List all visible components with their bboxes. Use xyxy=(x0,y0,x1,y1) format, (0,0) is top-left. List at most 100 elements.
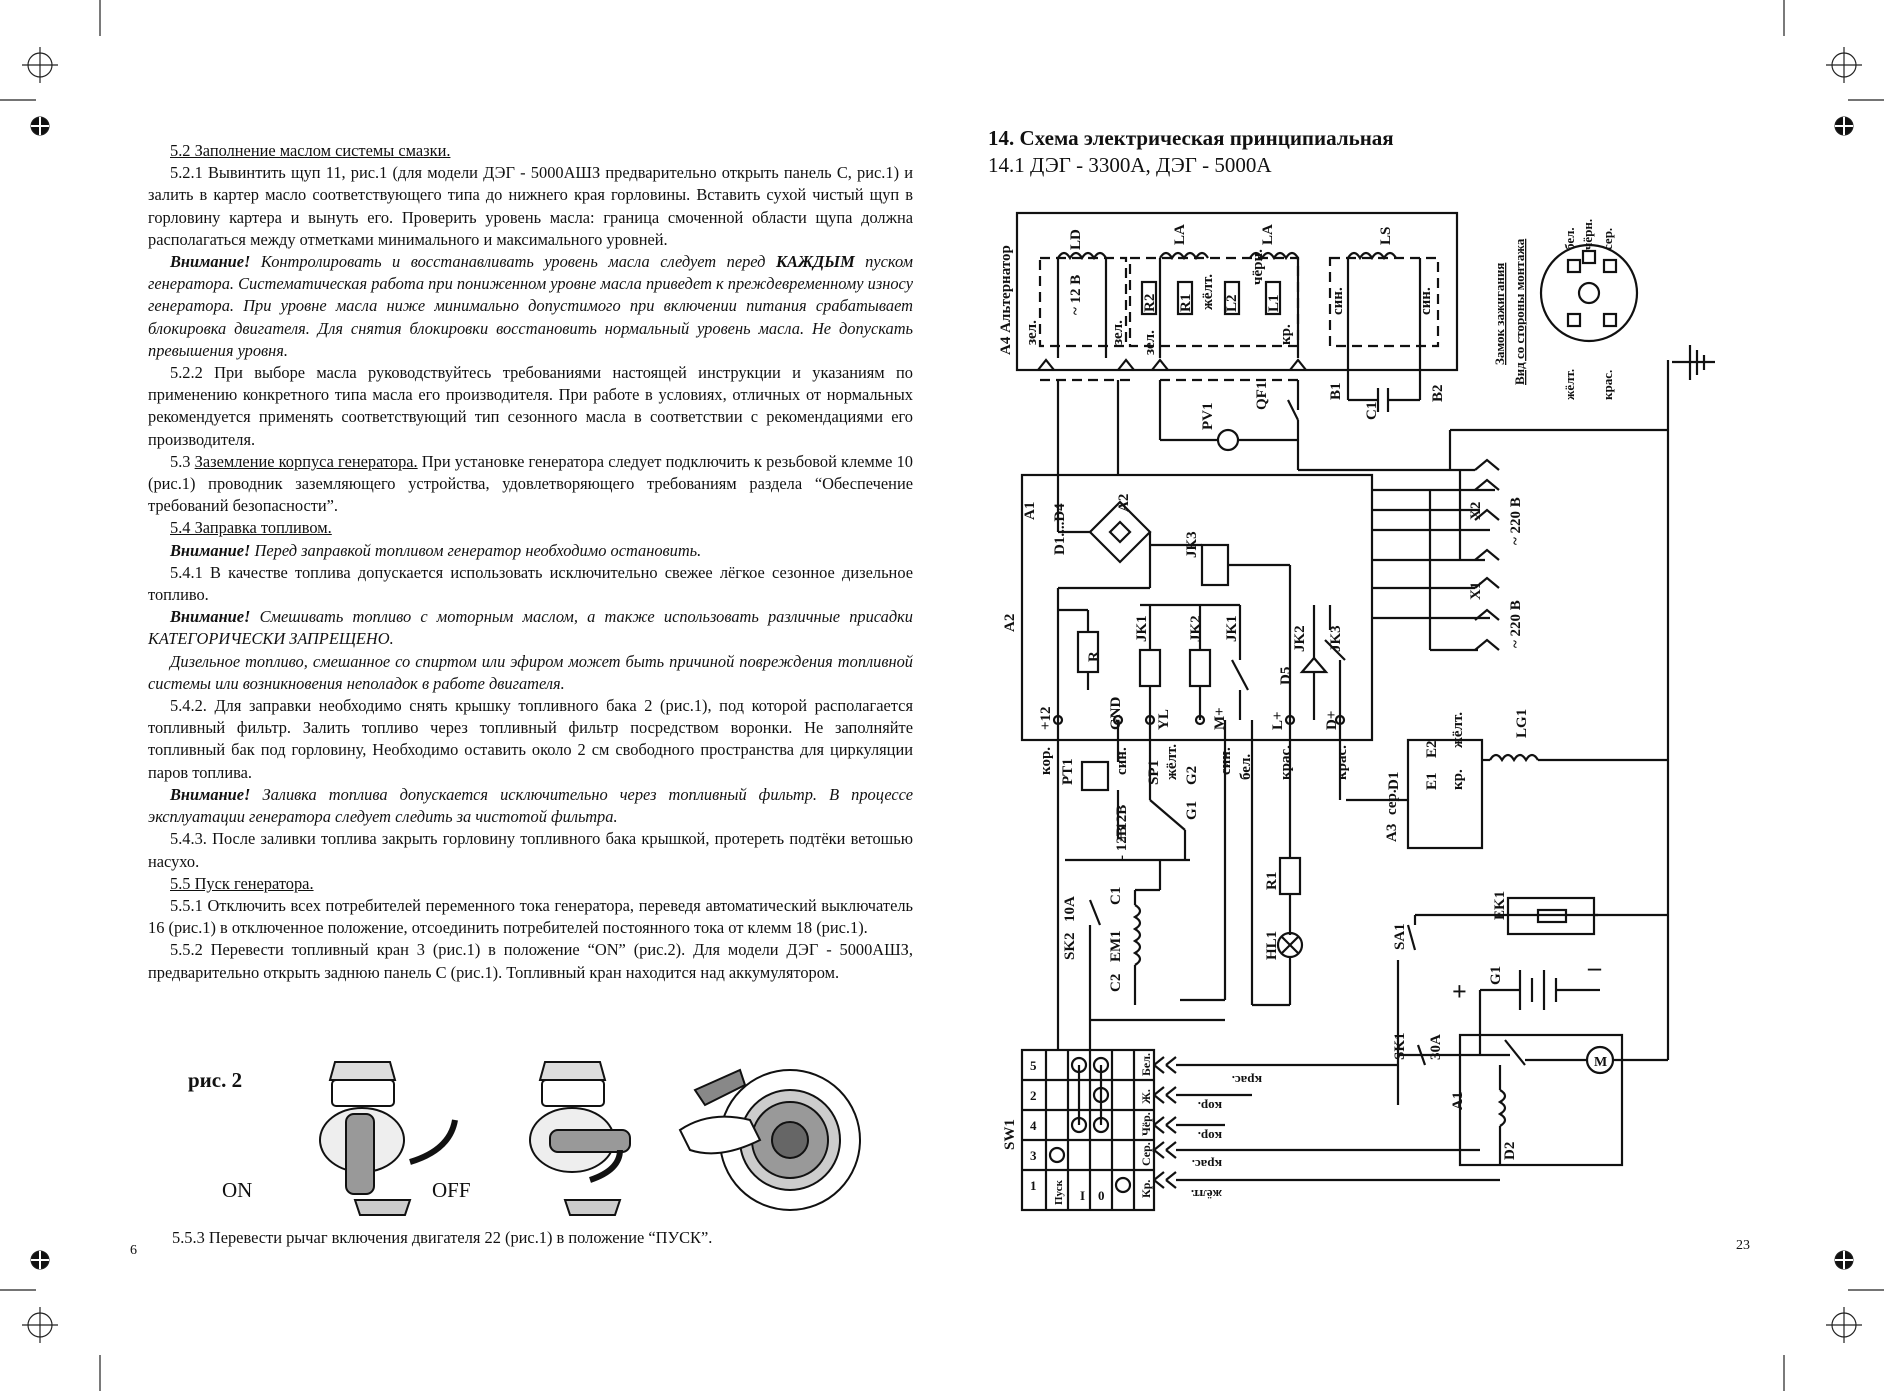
warning-text: Смешивать топливо с моторным маслом, а т… xyxy=(148,607,913,649)
warning-fuel-mix: Внимание! Смешивать топливо с моторным м… xyxy=(148,606,913,650)
label-off: OFF xyxy=(432,1178,471,1202)
label-kras-2: крас. xyxy=(1334,745,1350,780)
wire-label-3: крас. xyxy=(1192,1157,1222,1172)
label-ld: LD xyxy=(1068,229,1084,250)
label-sw1: SW1 xyxy=(1002,1119,1018,1150)
label-a1-starter: А1 xyxy=(1450,1092,1466,1110)
para-5-4-3: 5.4.3. После заливки топлива закрыть гор… xyxy=(148,829,913,871)
label-alternator: А4 Альтернатор xyxy=(998,245,1014,355)
warning-text: Перед заправкой топливом генератор необх… xyxy=(250,540,702,560)
para-5-4-1: 5.4.1 В качестве топлива допускается исп… xyxy=(148,562,913,605)
label-la-1: LA xyxy=(1172,224,1188,245)
label-lock-2: Вид со стороны монтажа xyxy=(1512,238,1527,385)
section-5-4-title: 5.4 Заправка топливом. xyxy=(170,518,332,538)
label-g1b: G1 xyxy=(1488,966,1504,985)
label-x2: X2 xyxy=(1468,502,1484,520)
label-plus: + xyxy=(1452,977,1467,1006)
warning-fuel-stop: Внимание! Перед заправкой топливом генер… xyxy=(148,540,913,562)
label-minus12: - 12В xyxy=(1114,826,1130,860)
label-jk3: JK3 xyxy=(1184,531,1200,558)
label-sin-1: син. xyxy=(1330,287,1346,315)
sw-row-1: 2 xyxy=(1030,1088,1037,1103)
sw-row-0: 5 xyxy=(1030,1058,1037,1073)
sw-col-4: Кр. xyxy=(1139,1180,1153,1198)
para-5-3-text: При установке генератора следует подключ… xyxy=(148,451,913,516)
label-a2-top: А2 xyxy=(1116,494,1132,512)
label-ek1: EK1 xyxy=(1492,891,1508,920)
wire-label-0: крас. xyxy=(1232,1073,1262,1088)
label-r2: R2 xyxy=(1142,294,1158,312)
label-x1: X1 xyxy=(1468,582,1484,600)
para-5-2-1: 5.2.1 Вывинтить щуп 11, рис.1 (для модел… xyxy=(148,163,913,249)
label-em1: EM1 xyxy=(1108,930,1124,962)
label-g1: G1 xyxy=(1184,801,1200,820)
wire-label-1: кор. xyxy=(1198,1099,1222,1114)
label-kr: кр. xyxy=(1278,324,1294,345)
label-zel-3: зел. xyxy=(1142,330,1158,355)
label-plus12: + 12В xyxy=(1114,805,1130,842)
para-5-3-title: Заземление корпуса генератора. xyxy=(194,451,418,471)
label-r1: R1 xyxy=(1178,294,1194,312)
label-sa1: SA1 xyxy=(1392,923,1408,950)
label-30a: 30А xyxy=(1428,1034,1444,1060)
warning-lead: Внимание! xyxy=(170,784,251,804)
sw-row-4: 1 xyxy=(1030,1178,1037,1193)
label-lock-bel: бел. xyxy=(1562,227,1577,250)
warning-text-a: Контролировать и восстанавливать уровень… xyxy=(250,252,776,272)
sw-state-start: Пуск xyxy=(1053,1179,1065,1205)
label-220v-1: ~ 220 В xyxy=(1508,497,1524,545)
label-jk2-contact: JK2 xyxy=(1292,625,1308,652)
label-p12: +12 xyxy=(1038,706,1054,730)
label-220v-2: ~ 220 В xyxy=(1508,600,1524,648)
sw-row-3: 3 xyxy=(1030,1148,1037,1163)
wire-label-4: жёлт. xyxy=(1191,1187,1222,1202)
wire-label-2: кор. xyxy=(1198,1129,1222,1144)
para-5-3-num: 5.3 xyxy=(170,451,195,471)
warning-lead: Внимание! xyxy=(170,540,251,560)
label-zhelt-3: жёлт. xyxy=(1450,712,1466,748)
label-d2: D2 xyxy=(1502,1142,1518,1160)
figure-2: рис. 2 ON OFF xyxy=(150,1050,910,1220)
label-bel: бел. xyxy=(1238,754,1254,780)
label-jk1: JK1 xyxy=(1134,615,1150,642)
page-number-right: 23 xyxy=(1736,1238,1750,1253)
label-sin-2: син. xyxy=(1418,287,1434,315)
label-zhelt: жёлт. xyxy=(1200,274,1216,310)
warning-lead: Внимание! xyxy=(170,607,251,627)
sw-state-i: I xyxy=(1080,1188,1085,1203)
label-12v: ~ 12 В xyxy=(1068,275,1084,315)
sw-row-2: 4 xyxy=(1030,1118,1037,1133)
label-hl1: HL1 xyxy=(1264,931,1280,960)
label-sin-4: син. xyxy=(1218,747,1234,775)
note-diesel: Дизельное топливо, смешанное со спиртом … xyxy=(148,651,913,693)
warning-text-c: пуском генератора. Систематическая работ… xyxy=(148,252,913,360)
label-e1: E1 xyxy=(1424,772,1440,790)
label-r: R xyxy=(1086,651,1102,662)
label-dp: D+ xyxy=(1324,711,1340,730)
label-kor: кор. xyxy=(1038,747,1054,775)
label-c1: С1 xyxy=(1364,402,1380,420)
para-5-5-1: 5.5.1 Отключить всех потребителей переме… xyxy=(148,895,913,938)
label-d1: D1 xyxy=(1386,772,1402,790)
label-gnd: GND xyxy=(1108,697,1124,731)
label-sk2: SK2 xyxy=(1062,932,1078,960)
label-zhelt-2: жёлт. xyxy=(1164,744,1180,780)
label-zel-1: зел. xyxy=(1024,320,1040,345)
label-sin-3: син. xyxy=(1114,747,1130,775)
label-r1b: R1 xyxy=(1264,872,1280,890)
section-5-5-title: 5.5 Пуск генератора. xyxy=(170,873,314,893)
para-5-2-2: 5.2.2 При выборе масла руководствуйтесь … xyxy=(148,363,913,449)
section-5-2-title: 5.2 Заполнение маслом системы смазки. xyxy=(170,141,451,160)
label-m: M xyxy=(1594,1055,1607,1070)
label-a3: А3 xyxy=(1384,824,1400,842)
para-5-5-3: 5.5.3 Перевести рычаг включения двигател… xyxy=(172,1228,713,1247)
label-c2: C2 xyxy=(1108,974,1124,992)
left-page-text: 5.2 Заполнение маслом системы смазки. 5.… xyxy=(148,140,913,984)
label-mp: M+ xyxy=(1212,707,1228,730)
label-d1d4: D1....D4 xyxy=(1052,503,1068,555)
label-jk3-contact: JK3 xyxy=(1328,625,1344,652)
label-kras-1: крас. xyxy=(1278,745,1294,780)
label-zel-2: зел. xyxy=(1110,320,1126,345)
label-g2: G2 xyxy=(1184,766,1200,785)
label-jk2: JK2 xyxy=(1188,615,1204,642)
